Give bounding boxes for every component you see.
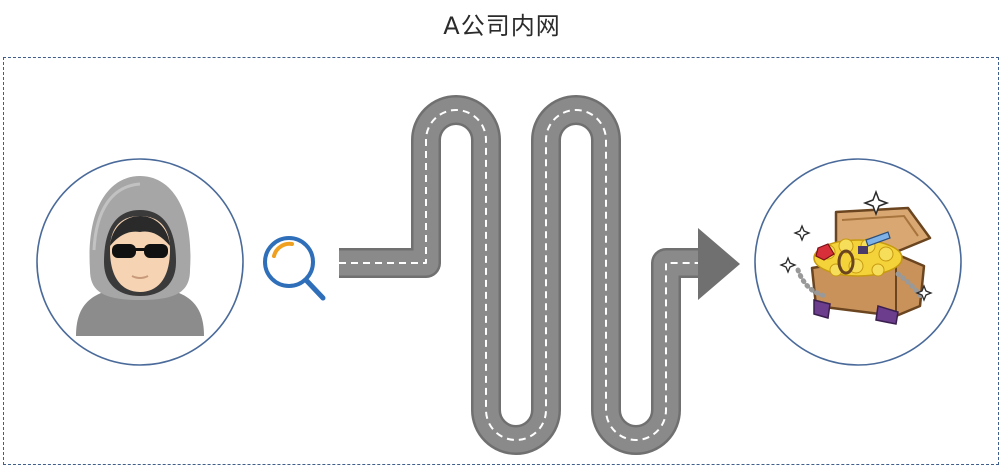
treasure-chest-icon bbox=[779, 189, 933, 325]
intranet-boundary bbox=[3, 57, 999, 465]
page-title: A公司内网 bbox=[443, 12, 561, 40]
magnifier-icon bbox=[263, 236, 326, 301]
attacker-node bbox=[36, 158, 244, 366]
hacker-icon bbox=[76, 176, 204, 336]
target-node bbox=[754, 158, 962, 366]
arrow-head bbox=[698, 228, 740, 300]
winding-road bbox=[339, 95, 700, 455]
